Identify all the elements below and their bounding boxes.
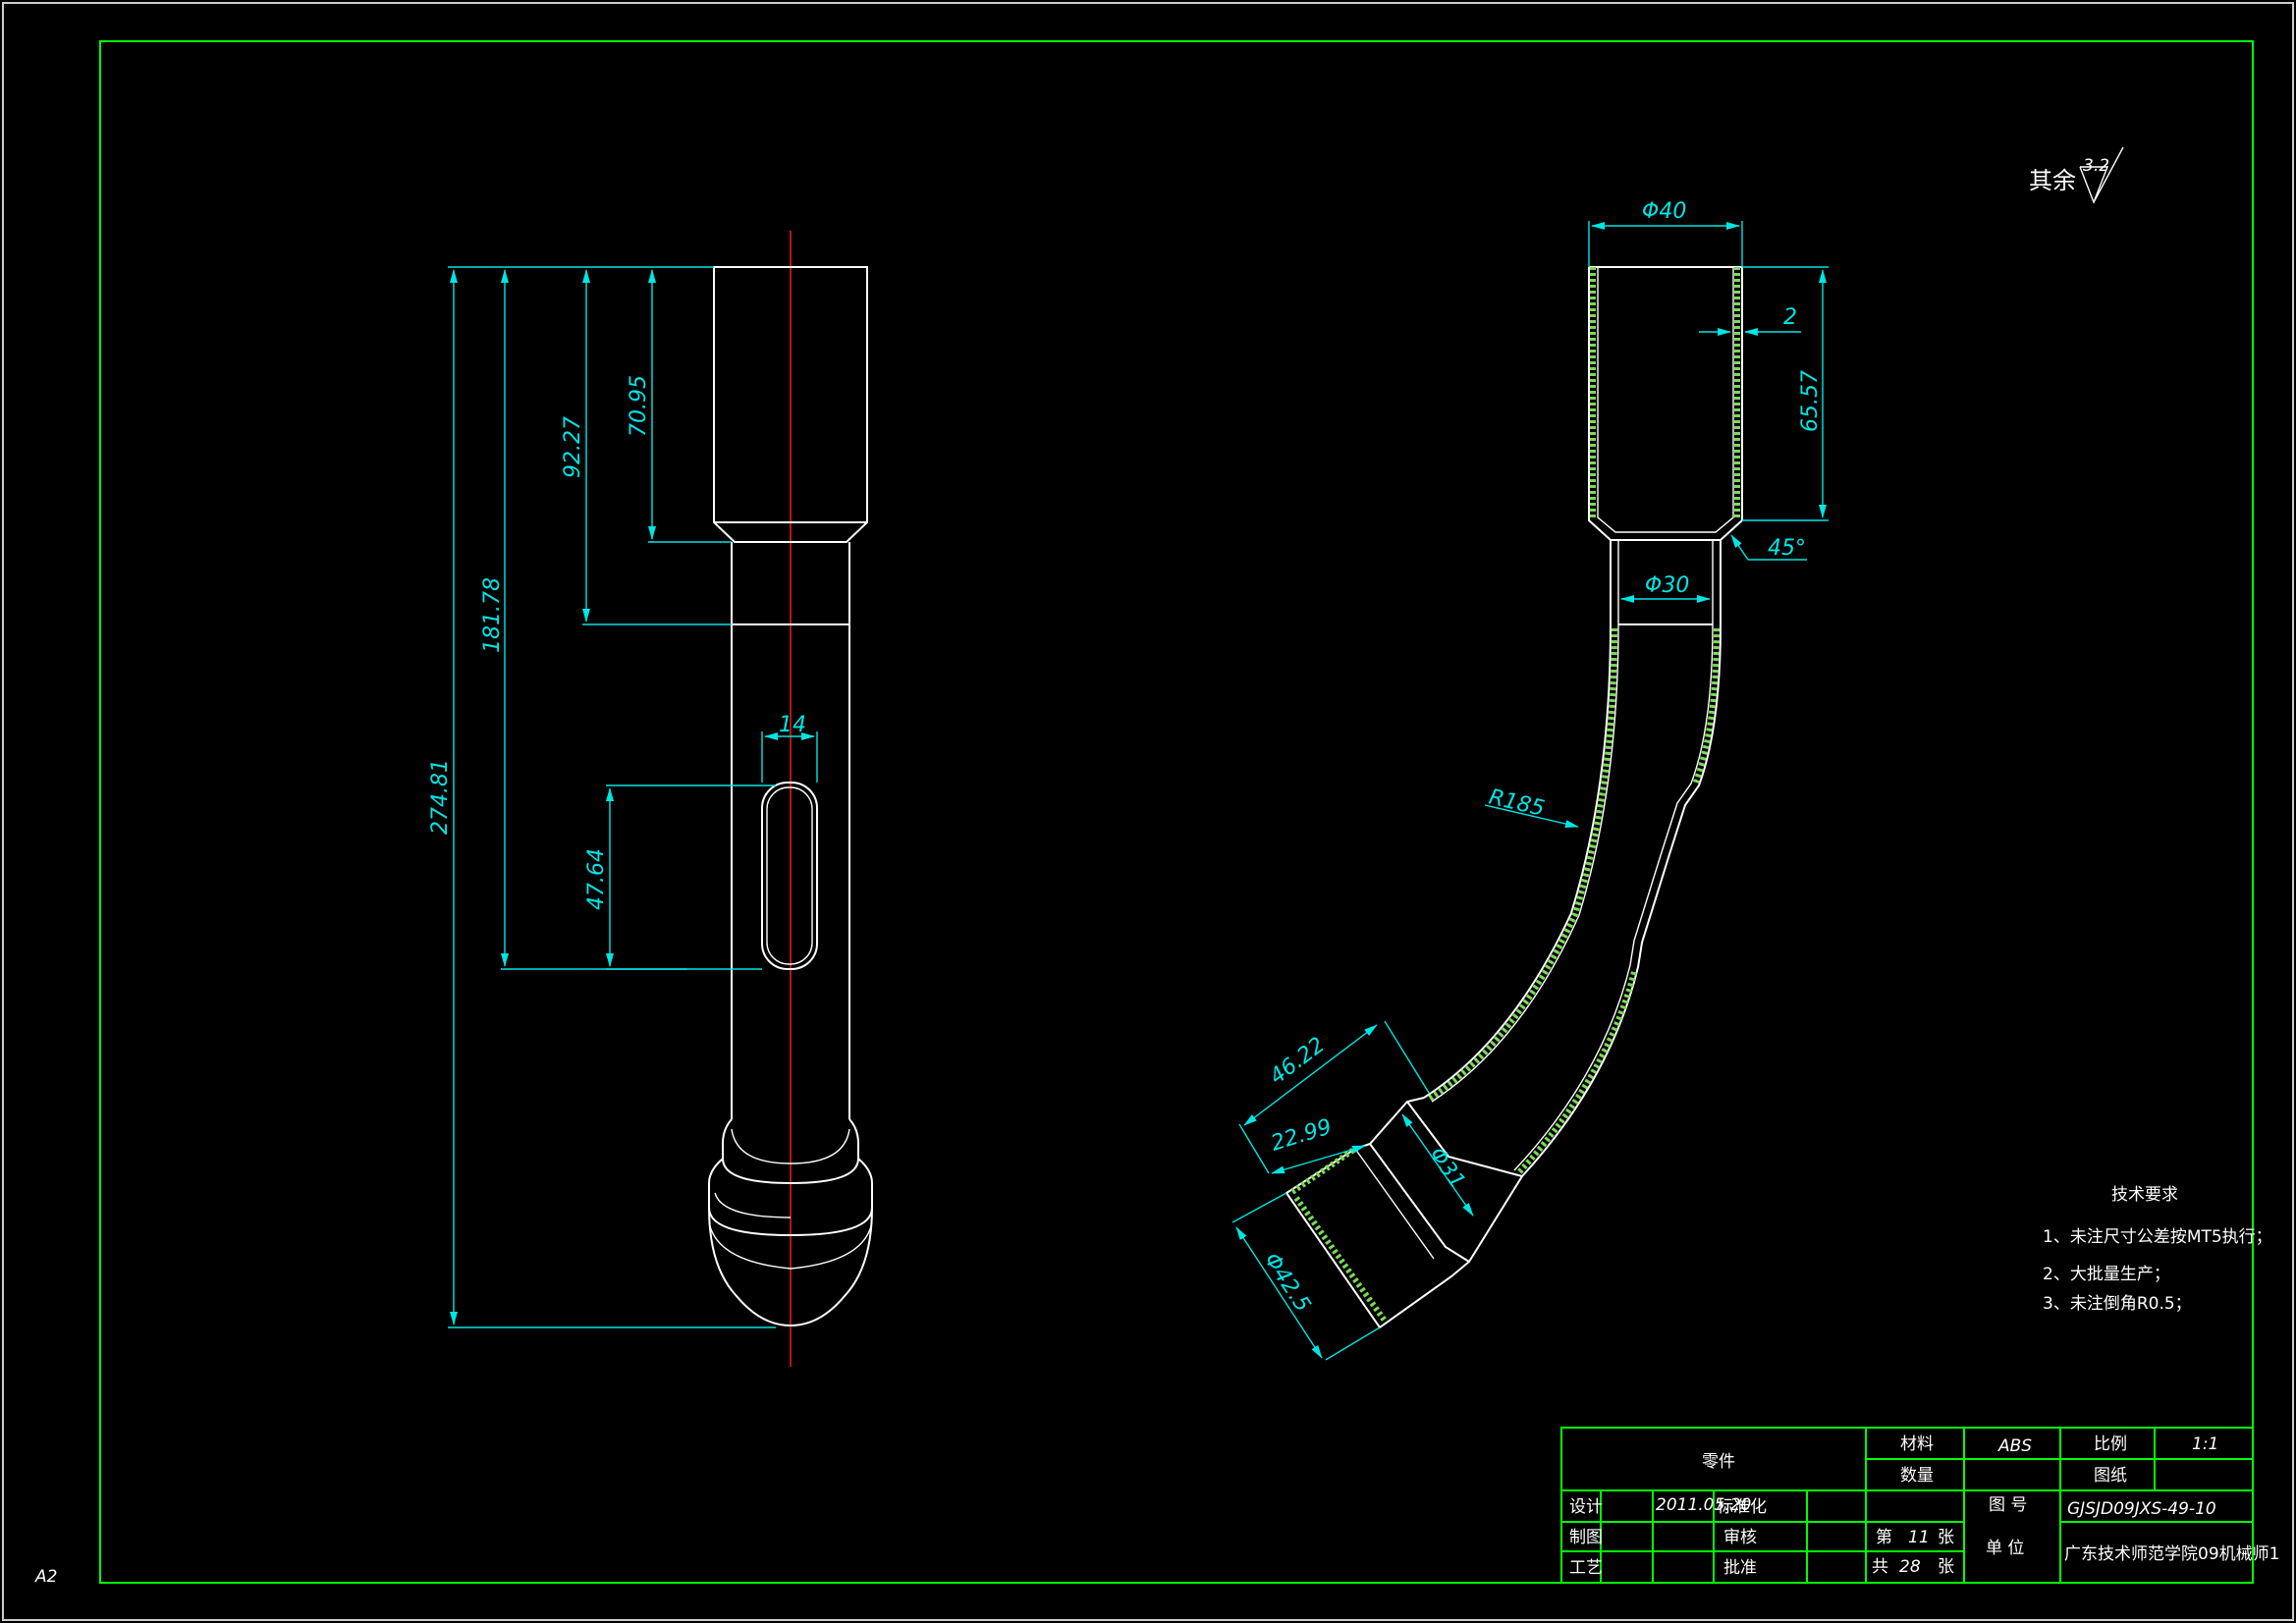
dim-end-outer-diameter-text: Φ42.5: [1259, 1249, 1315, 1317]
unit-label: 单 位: [1986, 1539, 2024, 1558]
scale-label: 比例: [2094, 1434, 2127, 1454]
drawing-label: 图纸: [2094, 1466, 2127, 1486]
draw-label: 制图: [1569, 1528, 1603, 1547]
dim-socket-length-text: 65.57: [1798, 370, 1823, 432]
drawing-no-label: 图 号: [1989, 1495, 2027, 1515]
tech-req-item-3: 3、未注倒角R0.5；: [2043, 1294, 2192, 1314]
surface-note-prefix: 其余: [2029, 167, 2076, 194]
dim-slot-length: 47.64: [584, 784, 776, 970]
dim-slot-width-text: 14: [779, 713, 806, 737]
dim-end-inner-diameter-text: Φ31: [1424, 1143, 1469, 1193]
unit-value: 广东技术师范学院09机械师1: [2064, 1544, 2279, 1564]
sheet-size-label: A2: [34, 1567, 57, 1587]
dim-bend-radius-text: R185: [1487, 784, 1547, 821]
part-name: 零件: [1702, 1452, 1735, 1472]
designer-label: 设计: [1569, 1497, 1603, 1517]
dim-end-length-text: 46.22: [1266, 1033, 1330, 1090]
dim-slot-offset-text: 181.78: [480, 577, 505, 653]
dim-socket-length: 65.57: [1742, 266, 1829, 521]
design-date: 2011.05.20: [1656, 1495, 1751, 1515]
approve-label: 批准: [1723, 1558, 1757, 1578]
quantity-label: 数量: [1900, 1466, 1934, 1486]
dim-socket-depth-text: 70.95: [627, 375, 651, 437]
tech-req-item-1: 1、未注尺寸公差按MT5执行；: [2043, 1227, 2272, 1247]
material-value: ABS: [1997, 1436, 2032, 1456]
drawing-no-value: GJSJD09JXS-49-10: [2067, 1499, 2216, 1519]
dim-wall-thickness-text: 2: [1783, 305, 1797, 330]
title-block: 零件 材料 ABS 比例 1:1 数量 图纸 图 号 GJSJD09JXS-49…: [1560, 1427, 2279, 1584]
dim-end-step: 22.99: [1268, 1114, 1366, 1174]
material-label: 材料: [1900, 1434, 1934, 1454]
tech-req-item-2: 2、大批量生产；: [2043, 1265, 2170, 1284]
standardization-label: 标准化: [1717, 1497, 1767, 1517]
dim-slot-offset: 181.78: [480, 269, 762, 970]
process-label: 工艺: [1569, 1558, 1603, 1578]
dim-slot-length-text: 47.64: [584, 848, 609, 910]
front-view: 274.81 181.78 92.27 70.95 14 47.64: [428, 231, 873, 1367]
dim-shoulder-depth-text: 92.27: [561, 416, 585, 478]
inner-frame: [99, 40, 2254, 1584]
sheet-unit: 张: [1938, 1528, 1954, 1547]
total-sheets: 28: [1899, 1557, 1921, 1577]
section-view: Φ40 2 65.57 45° Φ30 R185: [1231, 199, 1829, 1361]
dim-outer-diameter: Φ40: [1588, 199, 1743, 267]
dim-inner-diameter-text: Φ30: [1645, 573, 1689, 598]
dim-outer-diameter-text: Φ40: [1642, 199, 1686, 224]
dim-bend-radius: R185: [1484, 784, 1579, 828]
roughness-value: 3.2: [2083, 156, 2109, 176]
dim-end-inner-diameter: Φ31: [1401, 1113, 1474, 1217]
dim-chamfer-angle: 45°: [1730, 534, 1807, 561]
tech-req-title: 技术要求: [2111, 1185, 2178, 1205]
scale-value: 1:1: [2192, 1434, 2218, 1454]
dim-total-length-text: 274.81: [428, 759, 453, 835]
dim-wall-thickness: 2: [1699, 305, 1801, 336]
dim-inner-diameter: Φ30: [1620, 573, 1711, 603]
dim-end-length: 46.22: [1238, 1020, 1430, 1174]
dim-end-outer-diameter: Φ42.5: [1231, 1192, 1381, 1361]
dim-slot-width: 14: [761, 713, 818, 783]
review-label: 审核: [1723, 1528, 1757, 1547]
dim-total-length: 274.81: [428, 266, 776, 1328]
dim-socket-depth: 70.95: [627, 269, 732, 543]
surface-roughness-symbol: 其余 3.2: [2029, 146, 2124, 204]
sheet-prefix: 第: [1876, 1528, 1892, 1547]
total-prefix: 共: [1872, 1557, 1888, 1577]
technical-requirements: 技术要求 1、未注尺寸公差按MT5执行； 2、大批量生产； 3、未注倒角R0.5…: [2043, 1185, 2272, 1314]
dim-shoulder-depth: 92.27: [561, 269, 732, 625]
slot-outline: [761, 782, 818, 970]
total-unit: 张: [1938, 1557, 1954, 1577]
sheet-number: 11: [1908, 1528, 1930, 1547]
dim-end-step-text: 22.99: [1268, 1114, 1335, 1156]
dim-chamfer-angle-text: 45°: [1768, 536, 1806, 561]
